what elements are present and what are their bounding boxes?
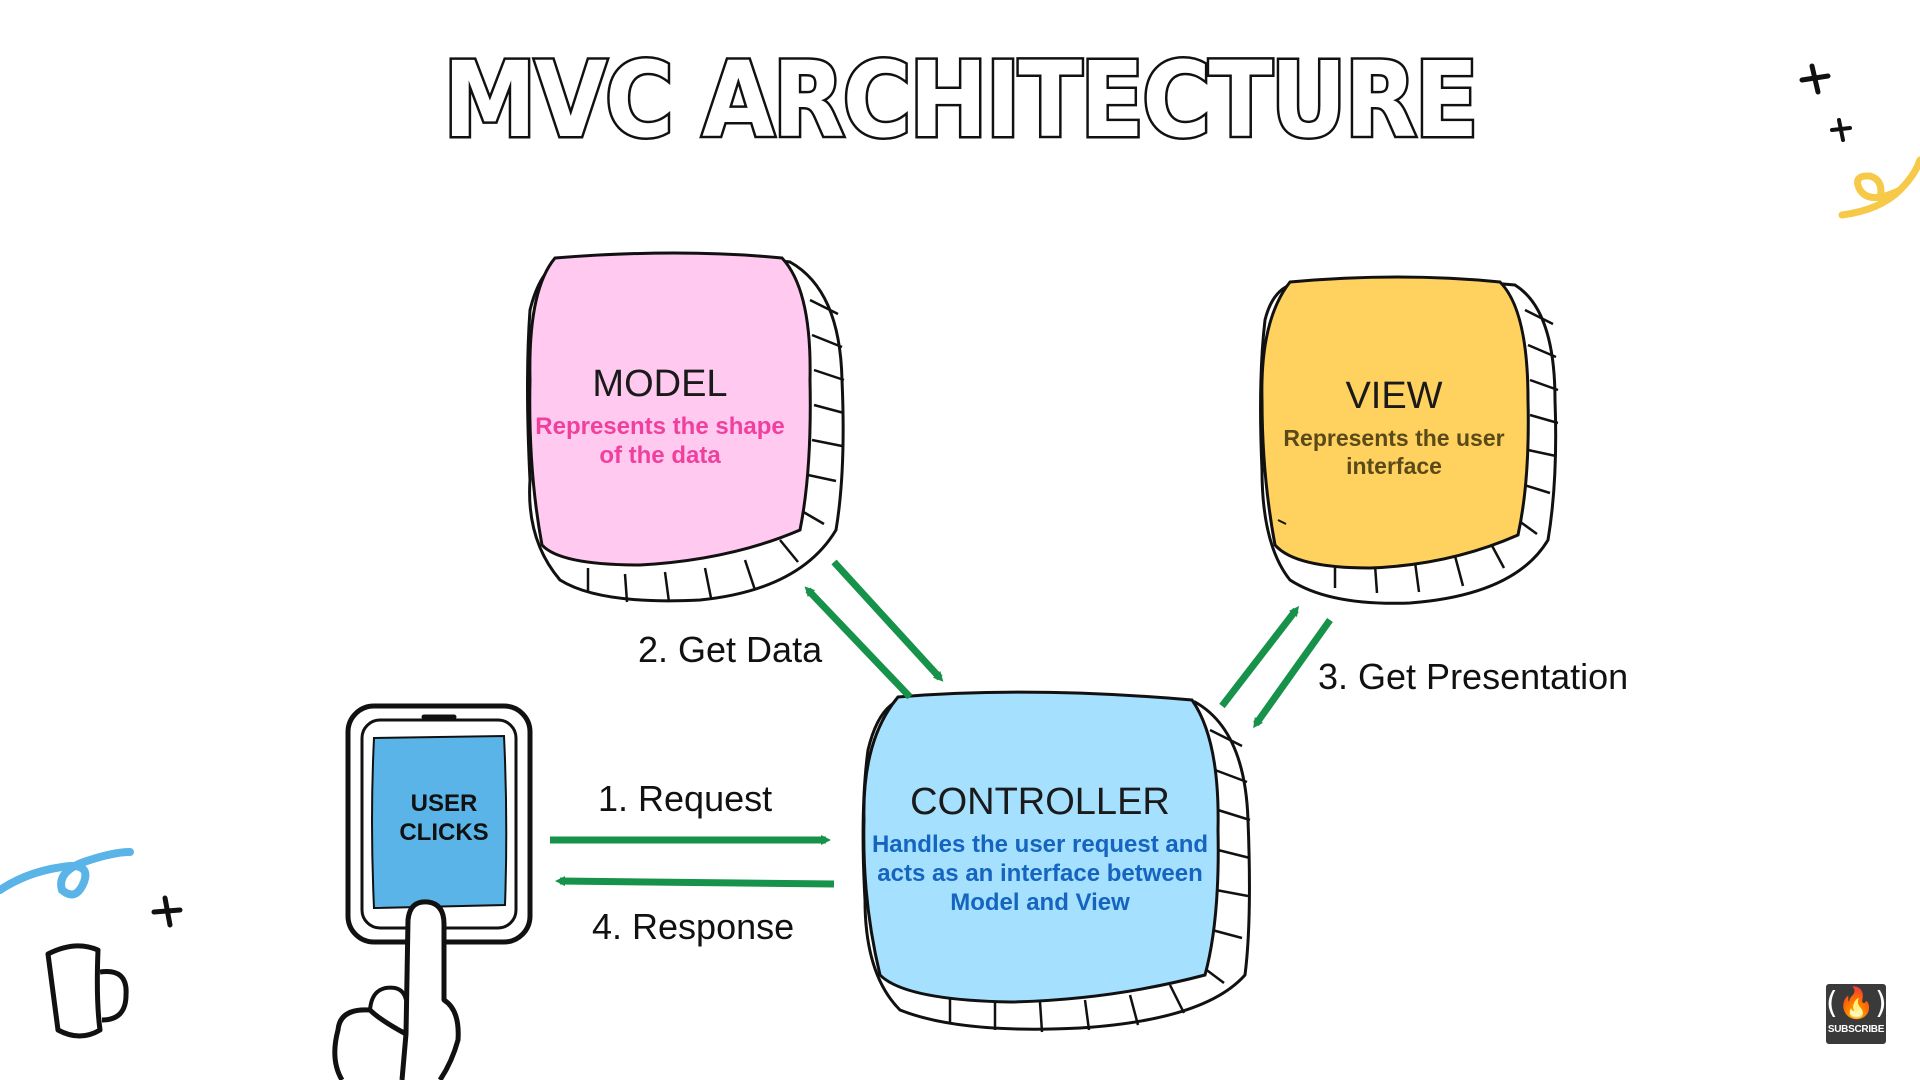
page-title: MVC ARCHITECTURE [441, 39, 1481, 161]
flame-icon: (🔥) [1826, 986, 1887, 1021]
sparkle-icon [1830, 118, 1852, 142]
label-get-presentation: 3. Get Presentation [1318, 656, 1629, 697]
mug-icon [45, 943, 129, 1039]
view-title: VIEW [1345, 375, 1443, 417]
controller-desc-line1: Handles the user request and [871, 830, 1209, 858]
blue-squiggle-icon [0, 848, 134, 899]
sparkle-icon [151, 895, 183, 928]
view-text: VIEW Represents the user interface [1264, 375, 1524, 480]
pointing-hand-icon [332, 899, 461, 1080]
sparkle-icon [1799, 63, 1831, 95]
model-desc-line2: of the data [599, 442, 721, 470]
phone-label-line1: USER [410, 790, 478, 817]
decorations [0, 63, 1920, 1039]
arrow-controller-to-view [1219, 606, 1300, 709]
model-text: MODEL Represents the shape of the data [530, 363, 790, 471]
arrows-group [550, 559, 1333, 888]
phone-screen-label: USER CLICKS [371, 790, 517, 848]
arrow-controller-to-model [804, 586, 913, 700]
label-response: 4. Response [592, 906, 795, 947]
view-desc-line2: interface [1346, 452, 1442, 479]
phone-illustration [332, 703, 533, 1080]
view-desc-line1: Represents the user [1283, 424, 1505, 451]
model-title: MODEL [592, 363, 728, 405]
controller-title: CONTROLLER [910, 781, 1170, 823]
model-description: Represents the shape of the data [530, 412, 790, 471]
controller-desc-line2: acts as an interface between [877, 860, 1203, 888]
label-request: 1. Request [598, 778, 773, 819]
controller-block [861, 690, 1251, 1033]
model-block [526, 251, 845, 603]
arrow-view-to-controller [1253, 617, 1333, 729]
yellow-squiggle-icon [1838, 156, 1920, 219]
label-get-data: 2. Get Data [638, 629, 823, 670]
subscribe-label: SUBSCRIBE [1827, 1024, 1885, 1035]
controller-text: CONTROLLER Handles the user request and … [860, 781, 1220, 918]
subscribe-button[interactable]: (🔥) SUBSCRIBE [1826, 984, 1887, 1044]
phone-label-line2: CLICKS [399, 818, 489, 846]
controller-description: Handles the user request and acts as an … [860, 830, 1220, 918]
view-block [1259, 275, 1559, 605]
controller-desc-line3: Model and View [950, 889, 1130, 917]
arrow-model-to-controller [831, 559, 944, 682]
model-desc-line1: Represents the shape [535, 412, 785, 440]
arrow-response [555, 876, 835, 888]
view-description: Represents the user interface [1264, 424, 1524, 480]
